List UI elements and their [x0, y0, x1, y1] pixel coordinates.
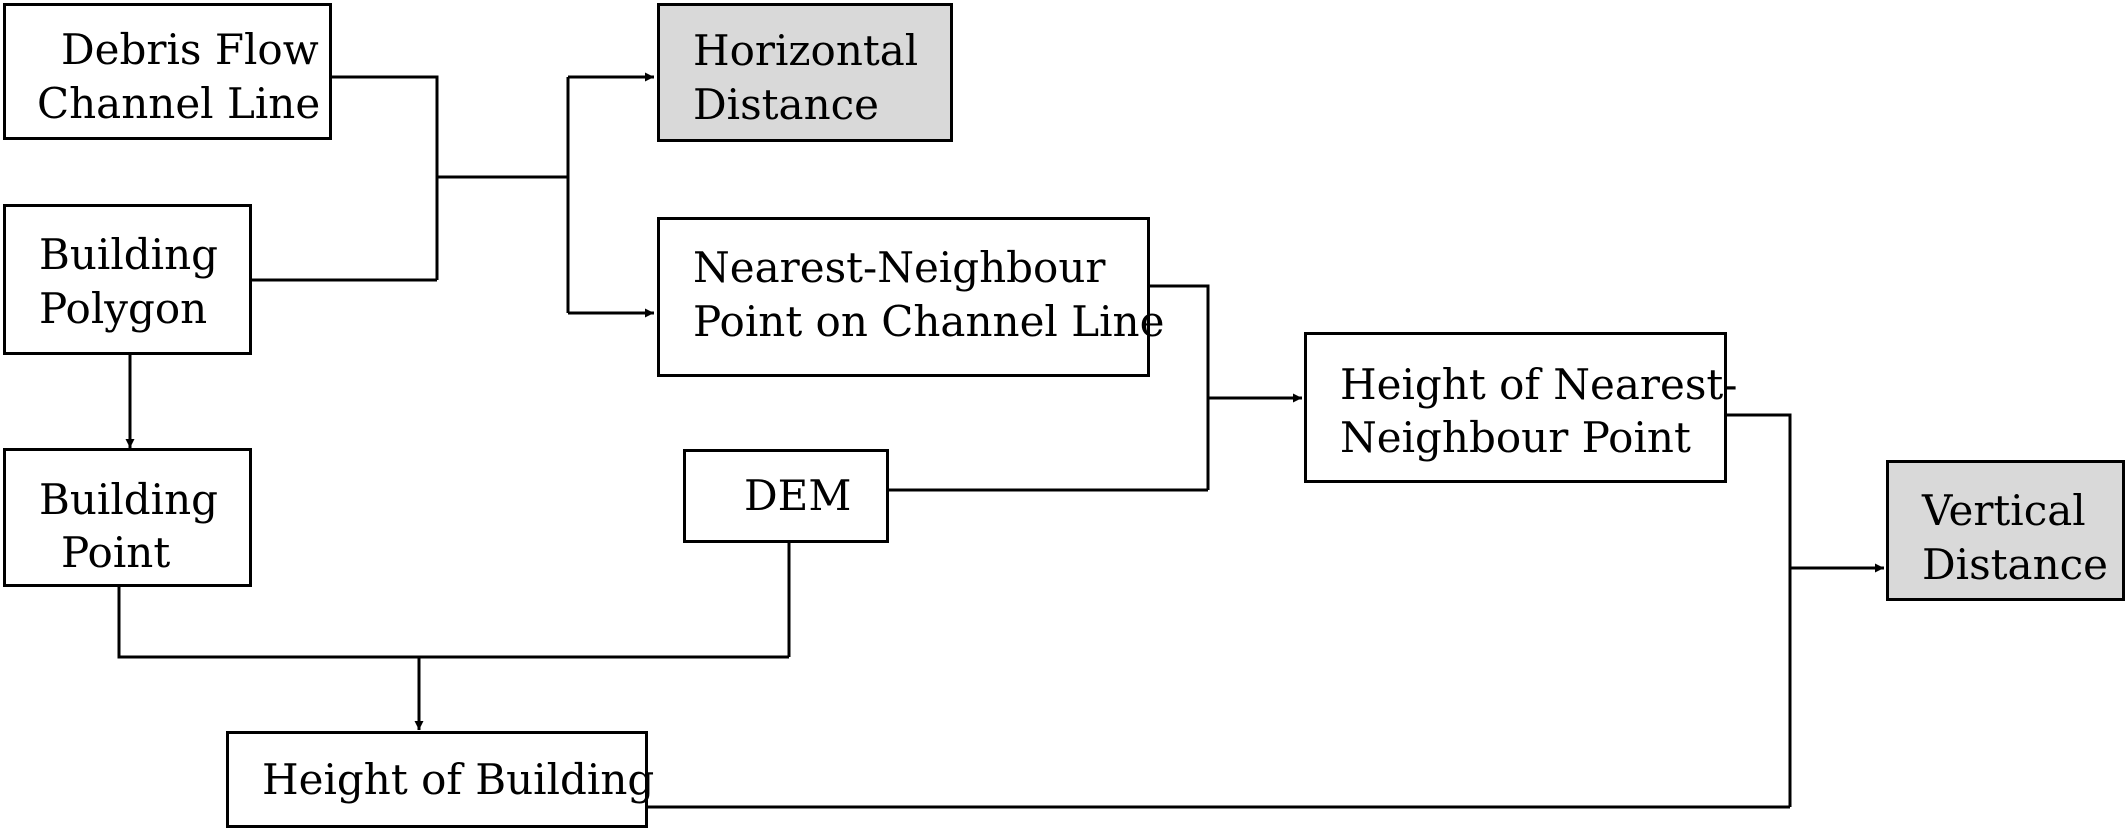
- node-height-of-nearest-neighbour-point: Height of Nearest- Neighbour Point: [1304, 332, 1737, 483]
- node-label-line1: Horizontal: [693, 26, 919, 75]
- connector-nearest-neighbour-to-merge: [1150, 284, 1210, 490]
- node-dem: DEM: [683, 449, 889, 543]
- node-horizontal-distance: Horizontal Distance: [657, 3, 953, 142]
- node-height-of-building: Height of Building: [226, 731, 654, 828]
- node-vertical-distance: Vertical Distance: [1886, 460, 2125, 601]
- node-label: Height of Building: [262, 755, 655, 804]
- node-label: DEM: [744, 471, 852, 520]
- node-nearest-neighbour-point-on-channel-line: Nearest-Neighbour Point on Channel Line: [657, 217, 1164, 377]
- node-label-line2: Channel Line: [37, 79, 321, 128]
- connector-channel-line-to-merge: [332, 75, 439, 280]
- node-label-line2: Distance: [693, 80, 880, 129]
- node-building-polygon: Building Polygon: [3, 204, 252, 355]
- node-label-line2: Neighbour Point: [1340, 413, 1691, 462]
- node-label-line1: Height of Nearest-: [1340, 360, 1738, 409]
- node-label-line1: Nearest-Neighbour: [693, 243, 1106, 292]
- node-label-line1: Debris Flow: [61, 25, 319, 74]
- node-label-line1: Building: [39, 230, 219, 279]
- connector-building-point-to-merge: [117, 587, 789, 659]
- node-label-line2: Polygon: [39, 284, 208, 333]
- node-label-line1: Vertical: [1922, 486, 2086, 535]
- node-building-point: Building Point: [3, 448, 252, 587]
- node-label-line2: Distance: [1922, 540, 2109, 589]
- node-label-line2: Point on Channel Line: [693, 297, 1165, 346]
- connector-height-nn-to-merge: [1727, 413, 1792, 807]
- node-debris-flow-channel-line: Debris Flow Channel Line: [3, 3, 332, 140]
- node-label-line1: Building: [39, 475, 219, 524]
- node-label-line2: Point: [61, 528, 171, 577]
